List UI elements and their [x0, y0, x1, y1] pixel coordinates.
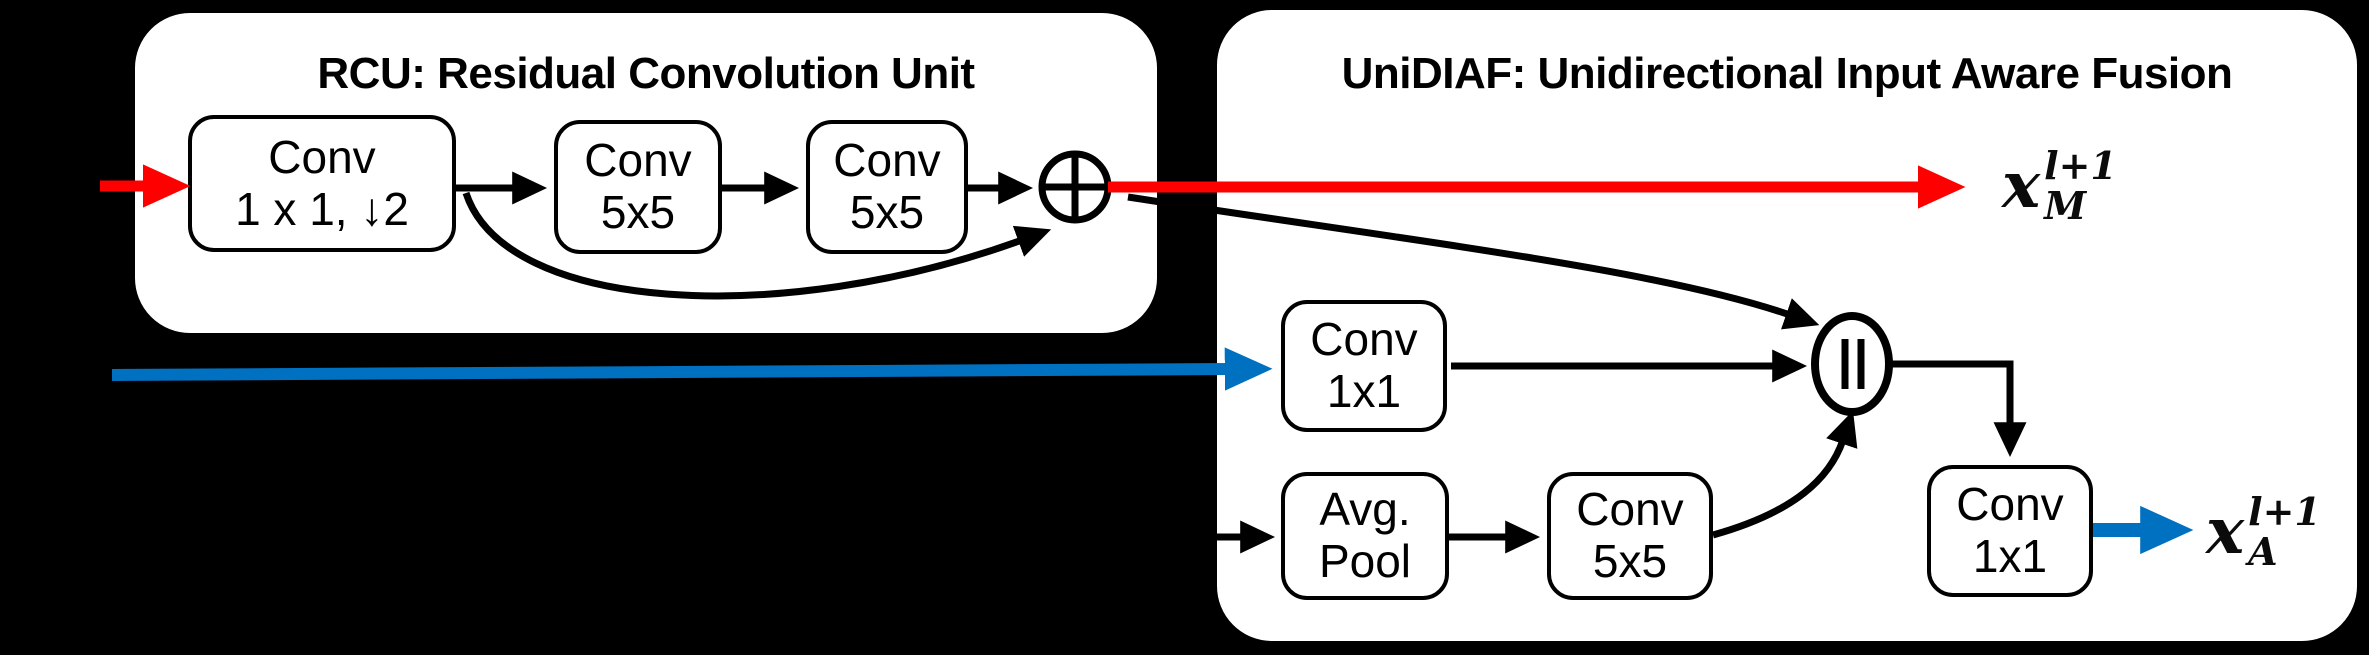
unidiaf-avg-pool-block: Avg. Pool	[1281, 472, 1449, 600]
x-m-superscript: l+1	[2044, 143, 2117, 189]
unidiaf-avg-pool-label-line2: Pool	[1318, 535, 1412, 587]
rcu-conv-5x5-block-1: Conv 5x5	[554, 120, 722, 254]
rcu-conv-5x5-1-label-line1: Conv	[584, 134, 692, 187]
x-m-scripts: l+1 M	[2044, 143, 2117, 228]
output-label-x-m: x l+1 M	[2002, 130, 2117, 242]
unidiaf-conv-1x1-top-label-line1: Conv	[1310, 313, 1418, 366]
unidiaf-conv-1x1-out-block: Conv 1x1	[1927, 465, 2093, 597]
x-m-subscript: M	[2044, 182, 2087, 228]
unidiaf-conv-1x1-top-label-line2: 1x1	[1326, 365, 1402, 417]
blue-input-arrow	[111, 347, 1273, 391]
unidiaf-title: UniDIAF: Unidirectional Input Aware Fusi…	[1341, 49, 2233, 98]
unidiaf-conv-1x1-top-block: Conv 1x1	[1281, 300, 1447, 432]
unidiaf-conv-1x1-out-label-line1: Conv	[1956, 478, 2064, 531]
rcu-title: RCU: Residual Convolution Unit	[317, 49, 975, 98]
x-a-superscript: l+1	[2248, 489, 2321, 535]
unidiaf-conv-1x1-out-label-line2: 1x1	[1972, 530, 2048, 582]
x-m-base: x	[2002, 148, 2041, 223]
unidiaf-conv-5x5-label-line2: 5x5	[1592, 535, 1668, 587]
rcu-conv-5x5-block-2: Conv 5x5	[806, 120, 968, 254]
rcu-conv-1x1-down2-label-line2: 1 x 1, ↓2	[235, 182, 409, 235]
output-label-x-a: x l+1 A	[2206, 476, 2321, 588]
rcu-conv-1x1-down2-block: Conv 1 x 1, ↓2	[188, 115, 456, 252]
unidiaf-avg-pool-label-line1: Avg.	[1319, 483, 1411, 536]
x-a-base: x	[2206, 494, 2245, 569]
rcu-conv-1x1-down2-label-line1: Conv	[268, 130, 376, 183]
x-a-scripts: l+1 A	[2248, 489, 2321, 574]
rcu-conv-5x5-1-label-line2: 5x5	[600, 186, 676, 238]
rcu-conv-5x5-2-label-line1: Conv	[833, 134, 941, 187]
rcu-conv-5x5-2-label-line2: 5x5	[849, 186, 925, 238]
unidiaf-conv-5x5-label-line1: Conv	[1576, 483, 1684, 536]
unidiaf-conv-5x5-block: Conv 5x5	[1547, 472, 1713, 600]
x-a-subscript: A	[2248, 528, 2278, 574]
